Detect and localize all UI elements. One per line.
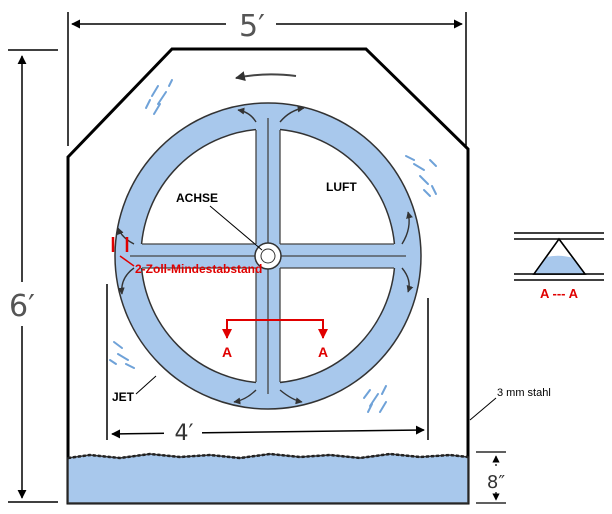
width-label: 5′ xyxy=(239,9,265,44)
water-sprays xyxy=(109,79,437,413)
wheel-span-label: 4′ xyxy=(175,421,194,446)
section-label-right: A xyxy=(318,344,328,360)
rotation-arrow xyxy=(235,71,297,82)
section-title: A --- A xyxy=(540,286,579,301)
section-view xyxy=(514,232,604,281)
water-depth-label: 8″ xyxy=(487,472,505,493)
min-gap-marker xyxy=(111,237,135,267)
base-water xyxy=(67,453,469,504)
height-dimension xyxy=(8,49,58,503)
section-cut-marker xyxy=(222,319,328,339)
air-label: LUFT xyxy=(326,180,357,194)
axle-label: ACHSE xyxy=(176,191,218,205)
height-label: 6′ xyxy=(9,289,35,324)
jet-label: JET xyxy=(112,390,135,404)
water-wheel xyxy=(114,102,422,410)
min-gap-label: 2-Zoll-Mindestabstand xyxy=(135,262,262,276)
shell-label: 3 mm stahl xyxy=(497,387,551,399)
wheel-ring xyxy=(115,103,421,409)
section-label-left: A xyxy=(222,344,232,360)
